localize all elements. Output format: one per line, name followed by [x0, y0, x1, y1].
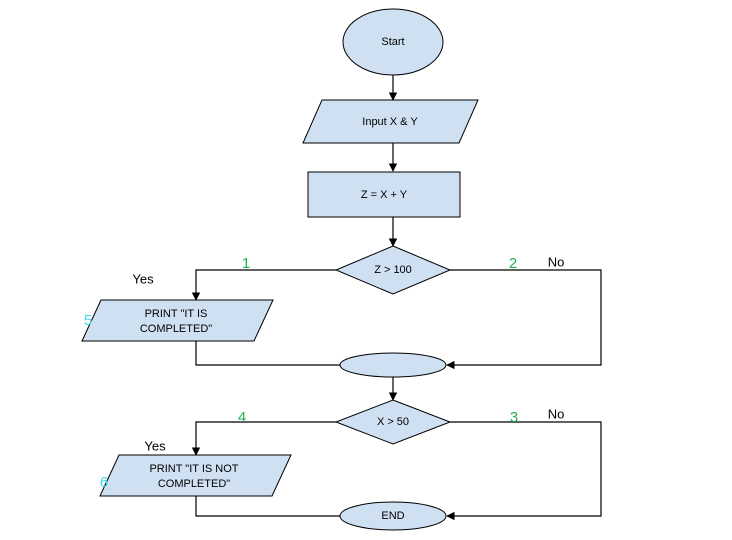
- node-print1-label-line1: PRINT "IT IS: [145, 308, 208, 320]
- node-decision2[interactable]: [334, 399, 452, 445]
- edge-label-no-2: No: [548, 406, 565, 421]
- node-process-label: Z = X + Y: [361, 189, 408, 201]
- connector-decision2-yes-to-print2: [191, 421, 336, 456]
- connector-decision2-no-to-end: [446, 421, 602, 521]
- node-decision1[interactable]: [334, 245, 452, 295]
- node-connector1[interactable]: [339, 352, 447, 378]
- step-number-1: 1: [242, 255, 250, 272]
- step-number-5: 5: [84, 312, 92, 329]
- connector-print2-to-end: [195, 496, 340, 517]
- node-input[interactable]: [302, 99, 479, 144]
- node-print2[interactable]: [99, 454, 292, 497]
- connector-print1-to-connector1: [195, 341, 340, 366]
- step-number-6: 6: [100, 474, 108, 491]
- node-input-label: Input X & Y: [362, 116, 418, 128]
- node-start[interactable]: [342, 8, 444, 76]
- node-print2-label-line1: PRINT "IT IS NOT: [149, 463, 238, 475]
- node-print2-label-line2: COMPLETED": [158, 478, 230, 490]
- edge-label-yes-2: Yes: [144, 438, 166, 453]
- node-process[interactable]: [307, 171, 461, 218]
- node-print1[interactable]: [81, 299, 274, 342]
- edge-label-yes-1: Yes: [132, 271, 154, 286]
- step-number-2: 2: [509, 255, 517, 272]
- node-decision2-label: X > 50: [377, 416, 409, 428]
- node-end[interactable]: [339, 501, 447, 531]
- connector-decision1-no-to-connector1: [446, 269, 602, 370]
- node-start-label: Start: [381, 36, 404, 48]
- connector-decision1-yes-to-print1: [191, 269, 336, 301]
- step-number-4: 4: [238, 409, 246, 426]
- edge-label-no-1: No: [548, 254, 565, 269]
- node-print1-label-line2: COMPLETED": [140, 323, 212, 335]
- node-decision1-label: Z > 100: [374, 264, 412, 276]
- node-end-label: END: [381, 510, 404, 522]
- step-number-3: 3: [510, 409, 518, 426]
